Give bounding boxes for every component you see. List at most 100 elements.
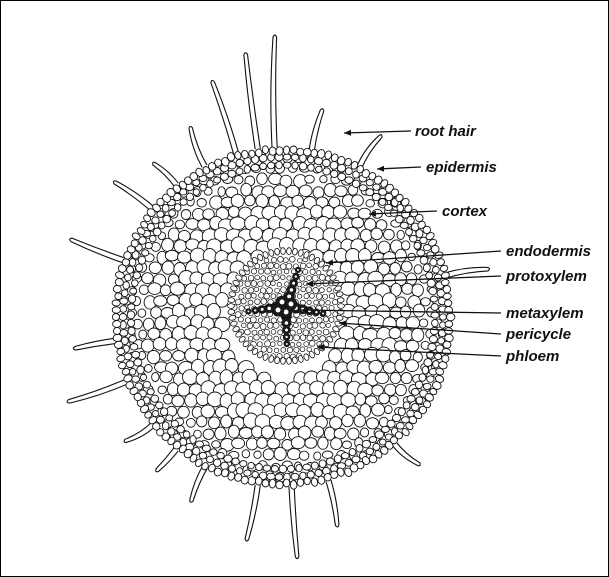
cortex-cell bbox=[267, 162, 274, 169]
stele-cell bbox=[261, 263, 266, 268]
stele-cell bbox=[255, 299, 261, 305]
cortex-cell bbox=[410, 235, 417, 242]
cortex-cell bbox=[207, 180, 214, 187]
stele-cell bbox=[281, 347, 286, 352]
stele-cell bbox=[320, 323, 326, 329]
cortex-cell bbox=[414, 265, 422, 274]
epidermis-cell bbox=[112, 300, 121, 307]
cortex-cell bbox=[187, 418, 196, 427]
cortex-cell bbox=[345, 177, 353, 184]
cortex-cell bbox=[153, 228, 161, 236]
cortex-cell bbox=[395, 360, 406, 373]
cortex-cell bbox=[411, 389, 419, 396]
stele-cell bbox=[254, 335, 260, 341]
stele-cell bbox=[316, 317, 322, 323]
stele-cell bbox=[326, 300, 331, 305]
stele-cell bbox=[280, 264, 286, 270]
root-hair bbox=[113, 181, 155, 212]
stele-cell bbox=[271, 257, 276, 262]
cortex-cell bbox=[274, 447, 286, 460]
cortex-cell bbox=[271, 466, 278, 473]
cortex-cell bbox=[232, 458, 239, 465]
stele-cell bbox=[277, 282, 281, 286]
stele-cell bbox=[259, 269, 264, 274]
epidermis-cell bbox=[114, 292, 122, 299]
stele-cell bbox=[316, 294, 322, 300]
cortex-cell bbox=[183, 431, 190, 438]
stele-cell bbox=[242, 288, 248, 294]
cortex-cell bbox=[331, 438, 342, 450]
stele-cell bbox=[267, 323, 273, 329]
cortex-cell bbox=[134, 359, 142, 366]
cortex-cell bbox=[333, 206, 346, 219]
cortex-cell bbox=[291, 154, 298, 160]
stele-cell bbox=[294, 323, 299, 328]
stele-cell bbox=[289, 256, 295, 262]
cortex-cell bbox=[390, 372, 401, 383]
cortex-cell bbox=[267, 438, 280, 449]
stele-cell bbox=[286, 263, 292, 269]
cortex-cell bbox=[372, 403, 385, 416]
cortex-cell bbox=[132, 280, 139, 287]
stele-cell bbox=[287, 276, 291, 280]
cortex-cell bbox=[153, 338, 166, 351]
cortex-cell bbox=[152, 373, 159, 382]
endodermis-cell bbox=[274, 248, 280, 255]
cortex-cell bbox=[214, 177, 221, 183]
cortex-cell bbox=[319, 460, 326, 468]
cortex-cell bbox=[430, 296, 437, 302]
stele-cell bbox=[323, 294, 328, 299]
cortex-cell bbox=[415, 381, 422, 389]
cortex-cell bbox=[331, 170, 338, 177]
cortex-cell bbox=[128, 304, 135, 310]
cortex-cell bbox=[402, 241, 410, 250]
cortex-cell bbox=[395, 249, 406, 262]
cortex-cell bbox=[291, 437, 305, 449]
cortex-cell bbox=[376, 347, 391, 362]
cortex-cell bbox=[369, 360, 382, 373]
cortex-cell bbox=[375, 372, 389, 383]
cortex-cell bbox=[139, 330, 147, 339]
cortex-cell bbox=[366, 418, 378, 429]
stele-cell bbox=[283, 258, 288, 263]
stele-cell bbox=[274, 336, 279, 341]
cortex-cell bbox=[129, 336, 137, 343]
cortex-cell bbox=[369, 437, 377, 443]
cortex-cell bbox=[423, 383, 431, 389]
cortex-cell bbox=[217, 452, 224, 458]
cortex-cell bbox=[244, 165, 250, 173]
cortex-cell bbox=[162, 261, 174, 274]
stele-cell bbox=[261, 299, 267, 305]
cortex-cell bbox=[234, 176, 243, 184]
stele-cell bbox=[307, 300, 311, 304]
cortex-cell bbox=[342, 414, 353, 426]
stele-cell bbox=[304, 342, 309, 347]
stele-cell bbox=[326, 323, 330, 327]
cortex-cell bbox=[186, 193, 193, 201]
stele-cell bbox=[300, 324, 305, 329]
cortex-cell bbox=[292, 162, 298, 169]
cortex-cell bbox=[379, 199, 386, 206]
cortex-cell bbox=[426, 272, 433, 279]
cortex-cell bbox=[349, 449, 356, 456]
cortex-cell bbox=[430, 328, 438, 335]
cortex-cell bbox=[172, 395, 184, 406]
stele-cell bbox=[297, 318, 302, 323]
cortex-cell bbox=[163, 215, 171, 223]
stele-cell bbox=[251, 281, 257, 287]
cortex-cell bbox=[158, 386, 167, 394]
stele-cell bbox=[309, 329, 314, 334]
endodermis-cell bbox=[338, 304, 345, 309]
stele-cell bbox=[309, 341, 315, 347]
endodermis-cell bbox=[228, 304, 235, 309]
cortex-cell bbox=[129, 368, 135, 375]
cortex-cell bbox=[245, 195, 256, 206]
epidermis-cell bbox=[269, 147, 277, 156]
cortex-cell bbox=[312, 426, 324, 437]
cortex-cell bbox=[132, 351, 140, 358]
cortex-cell bbox=[142, 250, 149, 256]
epidermis-cell bbox=[303, 148, 312, 157]
cortex-cell bbox=[208, 417, 220, 429]
cortex-cell bbox=[142, 273, 154, 284]
xylem-lumen bbox=[297, 269, 300, 272]
